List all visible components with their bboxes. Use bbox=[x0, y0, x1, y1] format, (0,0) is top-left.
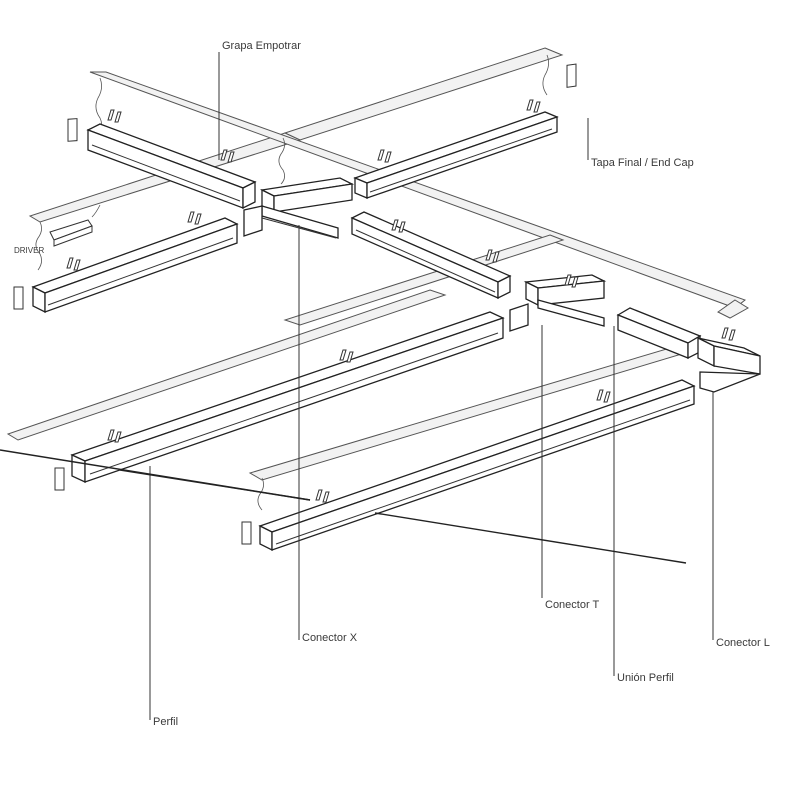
label-tapa-final: Tapa Final / End Cap bbox=[591, 157, 694, 169]
label-grapa-empotrar: Grapa Empotrar bbox=[222, 40, 301, 52]
end-cap-1 bbox=[67, 118, 78, 142]
end-cap-2 bbox=[566, 63, 577, 88]
labels: Grapa Empotrar Tapa Final / End Cap DRIV… bbox=[14, 40, 770, 728]
label-perfil: Perfil bbox=[153, 716, 178, 728]
channel-l-right bbox=[717, 299, 749, 319]
channel-cross bbox=[89, 71, 747, 309]
label-conector-x: Conector X bbox=[302, 632, 358, 644]
channel-lower bbox=[6, 289, 447, 441]
union-profile bbox=[616, 307, 702, 360]
profile-upper-right bbox=[353, 111, 559, 199]
label-driver: DRIVER bbox=[14, 246, 44, 255]
label-conector-t: Conector T bbox=[545, 599, 599, 611]
mounting-clips bbox=[66, 99, 736, 503]
l-connector bbox=[697, 336, 761, 393]
channel-right-leg bbox=[283, 234, 565, 326]
end-cap-4 bbox=[54, 467, 65, 491]
x-connector bbox=[243, 177, 355, 239]
end-cap-3 bbox=[13, 286, 24, 310]
label-conector-l: Conector L bbox=[716, 637, 770, 649]
leader-lines bbox=[0, 52, 714, 720]
label-union-perfil: Unión Perfil bbox=[617, 672, 674, 684]
profile-bottom bbox=[258, 379, 696, 552]
end-caps bbox=[13, 63, 577, 545]
profile-long-lower bbox=[70, 311, 505, 484]
profile-left-middle bbox=[31, 217, 239, 314]
end-cap-5 bbox=[241, 521, 252, 545]
driver-box bbox=[49, 219, 93, 247]
profile-upper-left bbox=[86, 123, 257, 210]
profile-center bbox=[350, 211, 512, 300]
t-connector bbox=[509, 274, 607, 332]
